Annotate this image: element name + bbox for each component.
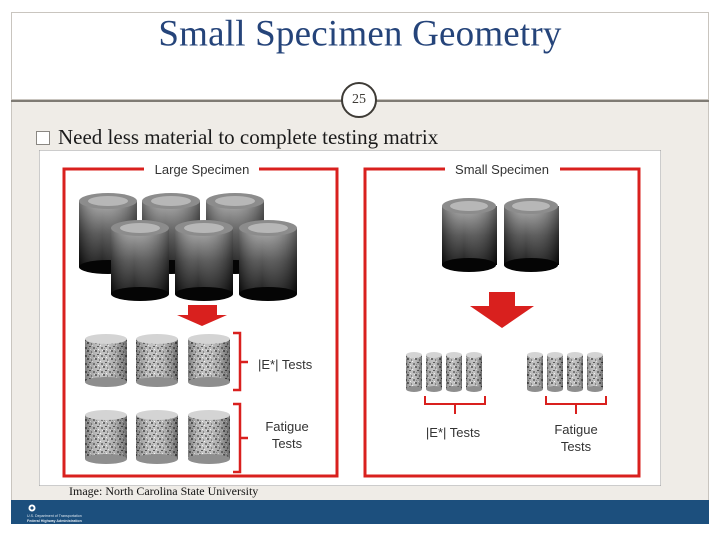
large-fatigue-label-line1: Fatigue (265, 419, 308, 434)
logo-line2: Federal Highway Administration (27, 519, 82, 523)
e-test-specimens-large (85, 334, 230, 387)
dot-logo-icon: U.S. Department of Transportation Federa… (27, 504, 82, 523)
e-test-bracket (233, 331, 248, 392)
gray-cylinder (85, 410, 127, 464)
mini-cylinder (406, 352, 422, 392)
mini-cylinder (567, 352, 583, 392)
gray-cylinder (188, 410, 230, 464)
large-cylinder (175, 220, 233, 301)
large-specimen-label: Large Specimen (155, 162, 250, 177)
small-e-test-bracket (424, 396, 486, 414)
bullet-text: Need less material to complete testing m… (58, 124, 439, 149)
footer-bar (11, 500, 709, 524)
small-specimen-label: Small Specimen (455, 162, 549, 177)
mini-cylinder (527, 352, 543, 392)
gray-cylinder (85, 334, 127, 387)
small-fatigue-label-line2: Tests (561, 439, 592, 454)
slide-title: Small Specimen Geometry (158, 13, 562, 55)
dark-cylinder (442, 198, 497, 272)
large-cylinders (79, 193, 297, 301)
fatigue-specimens-large (85, 410, 230, 464)
e-test-specimens-small (406, 352, 482, 392)
down-arrow-icon (177, 305, 227, 326)
mini-cylinder (587, 352, 603, 392)
mini-cylinder (466, 352, 482, 392)
small-fatigue-label-line1: Fatigue (554, 422, 597, 437)
large-fatigue-label-line2: Tests (272, 436, 303, 451)
image-credit: Image: North Carolina State University (69, 484, 259, 498)
slide-number: 25 (341, 82, 377, 118)
mini-cylinder (426, 352, 442, 392)
large-cylinder (111, 220, 169, 301)
large-e-tests-label: |E*| Tests (258, 357, 313, 372)
fatigue-specimens-small (527, 352, 603, 392)
specimen-diagram: Large Specimen Small Specimen |E*| Tests… (39, 150, 661, 486)
mini-cylinder (446, 352, 462, 392)
small-fatigue-bracket (545, 396, 607, 414)
small-panel-cylinders (442, 198, 559, 272)
down-arrow-icon (470, 292, 534, 328)
dark-cylinder (504, 198, 559, 272)
fatigue-bracket (233, 402, 248, 474)
bullet-checkbox-icon (36, 131, 50, 145)
bullet-item: Need less material to complete testing m… (36, 124, 438, 150)
gray-cylinder (136, 334, 178, 387)
gray-cylinder (136, 410, 178, 464)
small-e-tests-label: |E*| Tests (426, 425, 481, 440)
logo-line1: U.S. Department of Transportation (27, 514, 82, 518)
large-cylinder (239, 220, 297, 301)
gray-cylinder (188, 334, 230, 387)
mini-cylinder (547, 352, 563, 392)
